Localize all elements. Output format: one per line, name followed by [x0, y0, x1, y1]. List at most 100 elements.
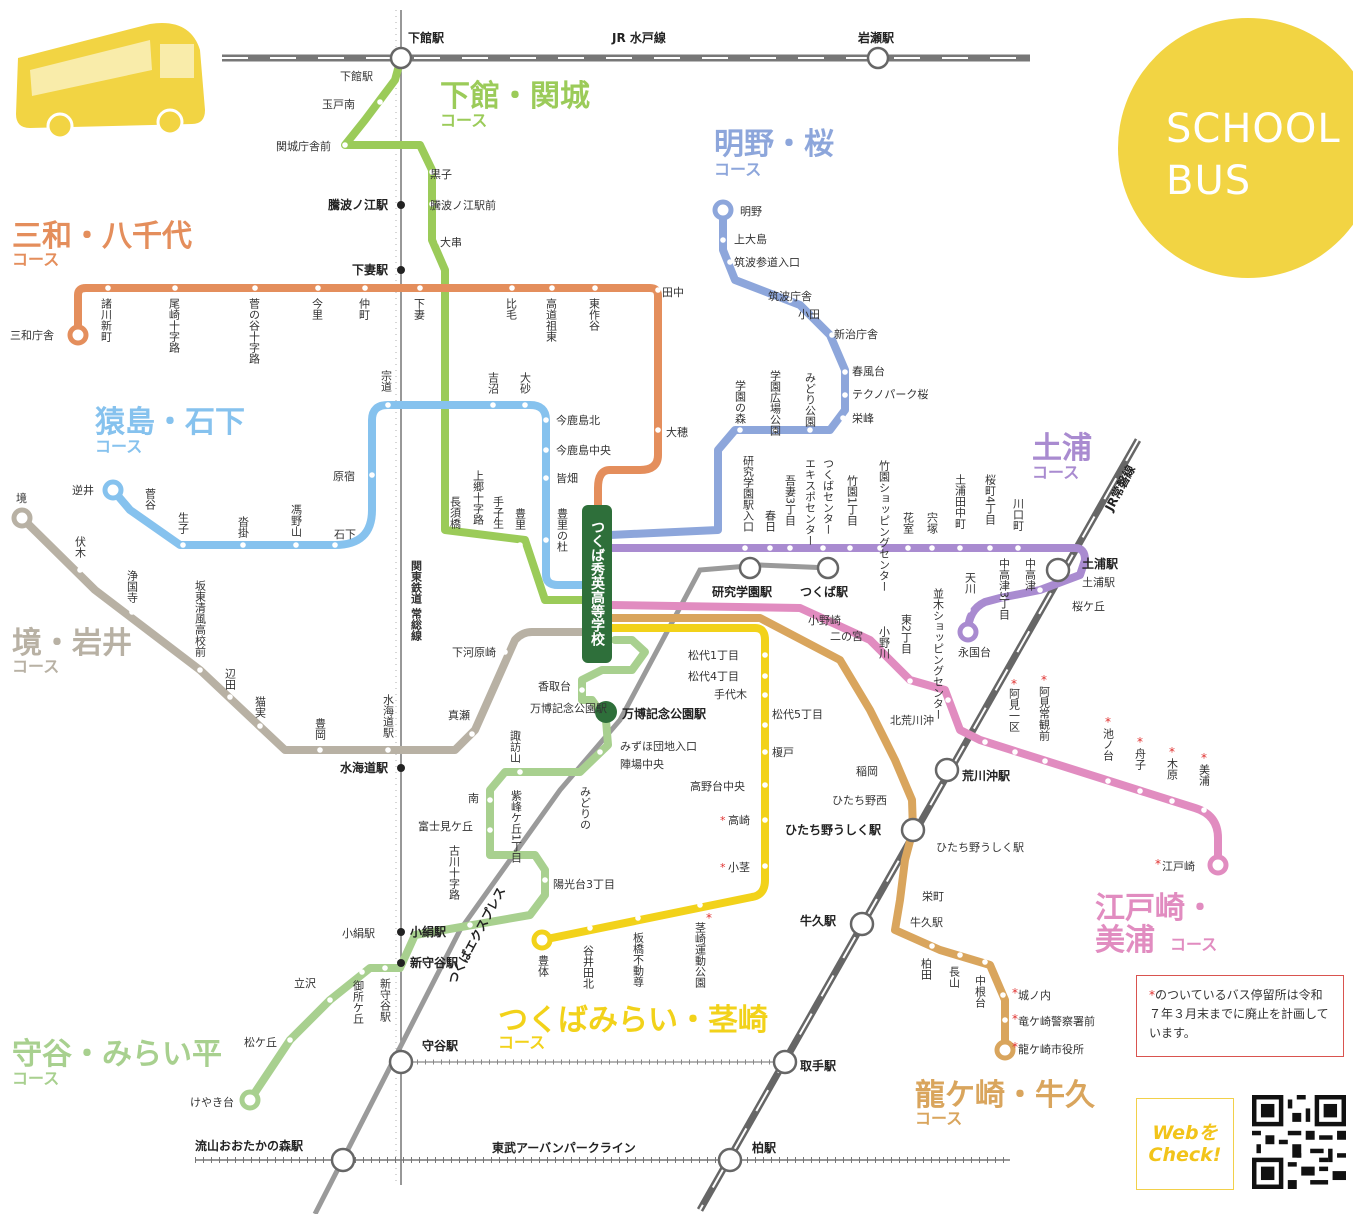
stop: 今鹿島中央 [556, 443, 611, 457]
stop: 新治庁舎 [834, 327, 878, 341]
stop: 生子 [177, 511, 190, 534]
station-ushiku: 牛久駅 [800, 913, 837, 928]
stop: 香取台 [538, 679, 571, 693]
stop: 万博記念公園駅 [530, 701, 607, 715]
stop: 桜町4丁目 [984, 473, 997, 525]
school-marker [582, 505, 612, 663]
stop: 皆畑 [556, 472, 578, 485]
stop: 筑波参道入口 [734, 255, 800, 269]
stop: 天川 [964, 572, 977, 594]
stop: 小絹駅 [342, 926, 375, 940]
stop: 境 [16, 491, 27, 505]
stop: 宗道 [380, 369, 393, 392]
school-name: つくば秀英高等学校 [589, 520, 606, 647]
stop: 真瀬 [448, 708, 470, 722]
discontinue-notice: *のついているバス停留所は令和７年３月末までに廃止を計画しています。 [1136, 975, 1344, 1057]
bus-icon [16, 23, 205, 140]
svg-text:*: * [1012, 1040, 1018, 1054]
stop: 龍ケ崎市役所 [1018, 1042, 1084, 1056]
course-title-edosaki-2: 美浦 [1095, 923, 1155, 958]
stop: 牛久駅 [910, 915, 943, 929]
stop: 長須橋 [449, 496, 462, 530]
stop: 小茎 [728, 861, 750, 874]
stop: 豊里 [514, 508, 527, 530]
stop: 古川十字路 [448, 845, 461, 901]
line-mito: JR 水戸線 [611, 30, 666, 45]
svg-text:*: * [1137, 735, 1143, 749]
stop: 富士見ケ丘 [418, 819, 473, 833]
station-mitsukaido: 水海道駅 [340, 760, 389, 775]
stop: 木原 [1166, 758, 1179, 780]
stop: 黒子 [430, 168, 452, 181]
station-kogane: 小絹駅 [410, 924, 447, 939]
stop: 豊岡 [314, 718, 327, 741]
station-kashiwa: 柏駅 [752, 1140, 777, 1155]
stop: 馮野山 [290, 504, 303, 537]
stop: 猫実 [254, 696, 267, 719]
stop: 美浦 [1198, 764, 1211, 787]
svg-text:*: * [1105, 715, 1111, 729]
stop: エキスポセンター [804, 458, 817, 546]
stop: 諏訪山 [509, 729, 522, 763]
notice-text: のついているバス停留所は令和７年３月末までに廃止を計画しています。 [1149, 988, 1329, 1040]
stop: 今里 [311, 297, 324, 320]
stop: 御所ケ丘 [352, 979, 365, 1024]
stop: 栄町 [922, 889, 944, 903]
stop: 土浦田中町 [954, 474, 967, 529]
stop: 研究学園駅入口 [742, 455, 755, 532]
stop: 下河原崎 [452, 645, 496, 659]
vertical-stop-labels: 諸川新町 尾崎十字路 菅の谷十字路 今里 仲町 下妻 比毛 高道祖東 東作谷 学… [74, 297, 1211, 1024]
station-shimodate: 下館駅 [408, 30, 445, 45]
stop: 高野台中央 [690, 779, 745, 793]
rail-station-names: 下館駅 岩瀬駅 騰波ノ江駅 下妻駅 水海道駅 小絹駅 新守谷駅 守谷駅 流山おお… [195, 30, 1119, 1155]
stop: ひたち野うしく駅 [936, 841, 1024, 854]
course-sub-mirai: コース [498, 1033, 545, 1052]
stop: 吉沼 [487, 372, 500, 395]
stop: 水海道駅 [382, 694, 395, 739]
course-titles: 下館・関城 コース 明野・桜 コース 三和・八千代 コース 猿島・石下 コース … [12, 79, 1217, 1128]
course-title-ryugasaki: 龍ケ崎・牛久 [915, 1078, 1095, 1113]
stop: 陣場中央 [620, 758, 664, 771]
stop: 逆井 [72, 483, 94, 497]
svg-text:*: * [1155, 857, 1161, 871]
stop: 竜ケ崎警察署前 [1018, 1014, 1095, 1028]
stop: 竹園1丁目 [846, 474, 859, 526]
stop: 榎戸 [772, 745, 794, 759]
stop: 春風台 [852, 364, 885, 378]
line-tobu: 東武アーバンパークライン [492, 1140, 636, 1155]
stop: 仲町 [358, 297, 371, 320]
stop: 谷井田北 [582, 945, 595, 989]
course-sub-moriya: コース [12, 1069, 59, 1088]
station-tsukuba: つくば駅 [800, 584, 849, 599]
station-hitachinoushiku: ひたち野うしく駅 [785, 823, 882, 837]
course-sub-ryugasaki: コース [915, 1109, 962, 1128]
course-sub-sashima: コース [95, 437, 142, 456]
web-check-button[interactable]: Webを Check! [1136, 1098, 1234, 1190]
stop: けやき台 [190, 1095, 234, 1109]
qr-code-icon[interactable] [1252, 1095, 1346, 1189]
station-tsuchiura: 土浦駅 [1082, 556, 1119, 571]
stop: 松代1丁目 [688, 648, 739, 662]
stop: つくばセンター [822, 458, 835, 535]
school-bus-badge: SCHOOL BUS [1118, 18, 1353, 278]
station-shinmoriya: 新守谷駅 [410, 955, 459, 970]
stop: 中高津3丁目 [998, 558, 1011, 620]
stop: 松ケ丘 [244, 1035, 277, 1049]
stop: 舟子 [1134, 747, 1147, 770]
stop: 花室 [902, 512, 915, 534]
stop: 中根台 [974, 975, 987, 1008]
stop: 池ノ台 [1102, 728, 1115, 761]
badge-line2: BUS [1166, 158, 1252, 204]
stop: 沓掛 [237, 516, 250, 539]
stop: 吾妻3丁目 [784, 475, 797, 526]
course-sub-sakai: コース [12, 657, 59, 676]
svg-text:*: * [1012, 986, 1018, 1000]
course-sub-shimodate: コース [440, 111, 487, 130]
station-moriya: 守谷駅 [422, 1038, 459, 1053]
svg-text:*: * [706, 911, 712, 925]
stop: 玉戸南 [322, 98, 355, 111]
station-toride: 取手駅 [800, 1058, 837, 1073]
course-title-akeno: 明野・桜 [714, 127, 834, 162]
stop: 松代4丁目 [688, 669, 739, 683]
course-title-edosaki: 江戸崎・ [1095, 891, 1215, 926]
